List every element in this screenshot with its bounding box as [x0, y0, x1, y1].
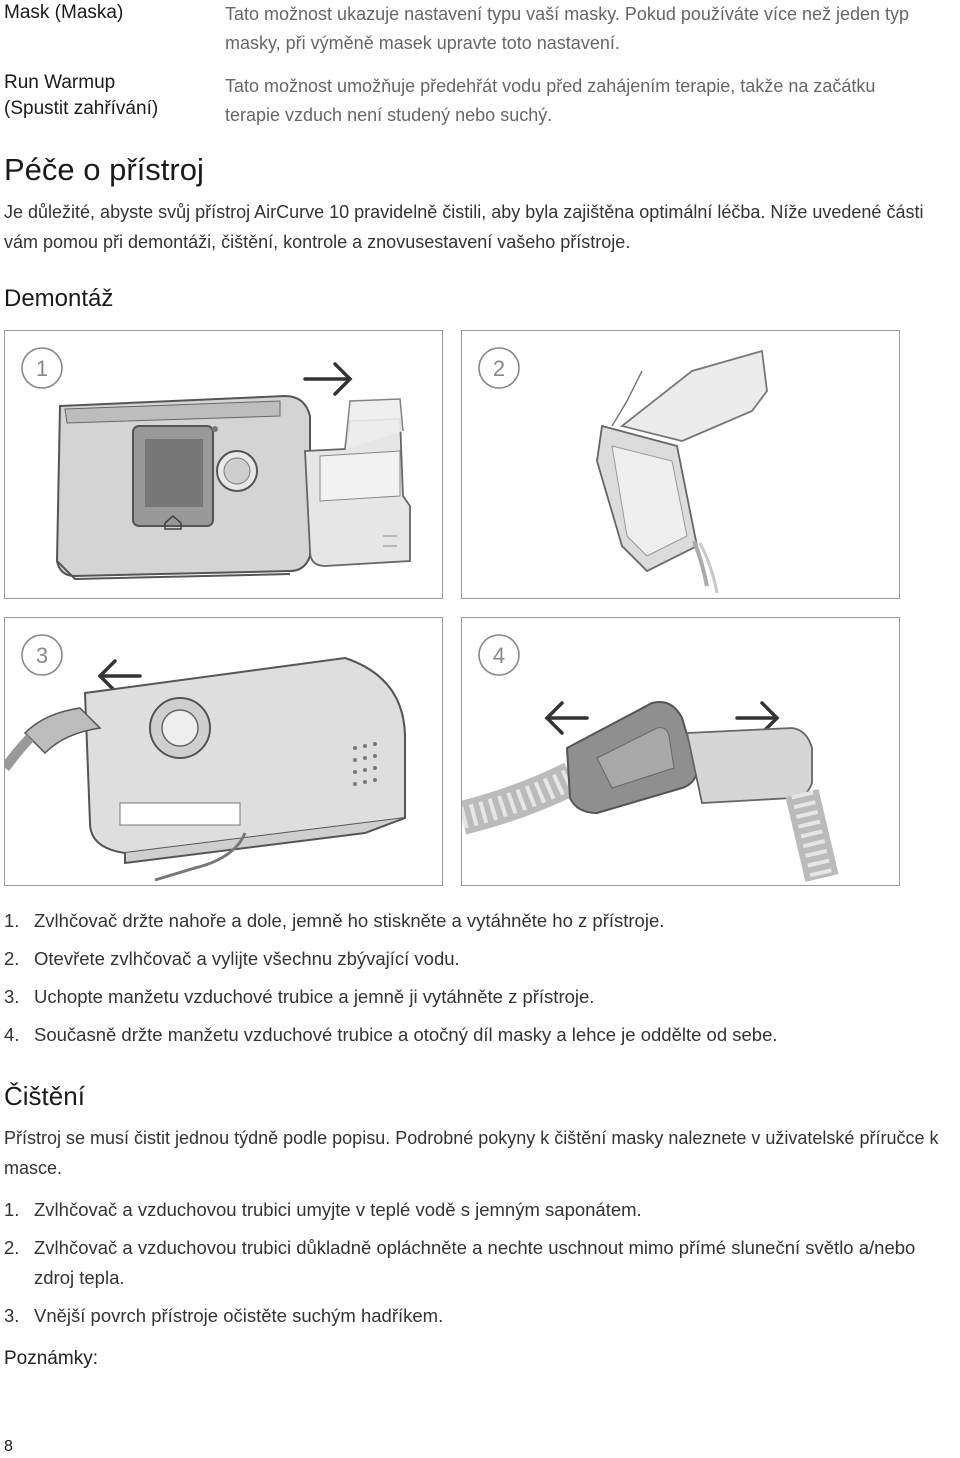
list-item: 3. Uchopte manžetu vzduchové trubice a je… [4, 978, 949, 1016]
panel-number: 1 [36, 356, 48, 381]
step-number: 4. [4, 1024, 20, 1045]
page-number: 8 [4, 1438, 13, 1455]
arrow-right-icon [735, 701, 780, 735]
illustration-panel-1: 1 [4, 330, 443, 599]
step-text: Zvlhčovač a vzduchovou trubici důkladně … [34, 1237, 916, 1288]
panel-number: 3 [36, 643, 48, 668]
circled-number-icon: 3 [21, 634, 63, 676]
step-number: 2. [4, 1237, 20, 1258]
step-number: 3. [4, 1305, 20, 1326]
list-item: 1. Zvlhčovač držte nahoře a dole, jemně h… [4, 902, 949, 940]
settings-row-mask: Mask (Maska) Tato možnost ukazuje nastav… [4, 0, 944, 70]
device-back-illustration [5, 656, 406, 882]
device-illustration [55, 394, 311, 581]
illustration-panel-2: 2 [461, 330, 900, 599]
list-item: 1. Zvlhčovač a vzduchovou trubici umyjte … [4, 1195, 939, 1225]
list-item: 4. Současně držte manžetu vzduchové trubi… [4, 1016, 949, 1054]
settings-row-warmup: Run Warmup (Spustit zahřívání) Tato možn… [4, 70, 944, 130]
disassembly-steps: 1. Zvlhčovač držte nahoře a dole, jemně h… [4, 902, 949, 1054]
home-icon [164, 515, 182, 530]
arrow-left-icon [544, 701, 589, 735]
arrow-right-icon [303, 362, 353, 396]
notes-label: Poznámky: [4, 1348, 98, 1369]
setting-term: Run Warmup (Spustit zahřívání) [4, 72, 159, 119]
section-title-disassembly: Demontáž [4, 285, 114, 312]
humidifier-open-illustration [596, 349, 768, 594]
cleaning-steps: 1. Zvlhčovač a vzduchovou trubici umyjte … [4, 1195, 939, 1339]
step-number: 1. [4, 1199, 20, 1220]
care-intro: Je důležité, abyste svůj přístroj AirCur… [4, 202, 924, 252]
step-text: Zvlhčovač a vzduchovou trubici umyjte v … [34, 1199, 642, 1220]
settings-table: Mask (Maska) Tato možnost ukazuje nastav… [4, 0, 944, 130]
panel-number: 2 [493, 356, 505, 381]
setting-description: Tato možnost umožňuje předehřát vodu pře… [225, 76, 876, 125]
step-number: 2. [4, 948, 20, 969]
step-number: 3. [4, 986, 20, 1007]
circled-number-icon: 2 [478, 347, 520, 389]
step-text: Uchopte manžetu vzduchové trubice a jemn… [34, 986, 595, 1007]
arrow-left-icon [97, 659, 142, 693]
panel-number: 4 [493, 643, 505, 668]
step-text: Vnější povrch přístroje očistěte suchým … [34, 1305, 444, 1326]
section-title-cleaning: Čištění [4, 1081, 85, 1111]
list-item: 3. Vnější povrch přístroje očistěte suchý… [4, 1301, 939, 1331]
setting-description: Tato možnost ukazuje nastavení typu vaší… [225, 4, 910, 53]
cleaning-intro: Přístroj se musí čistit jednou týdně pod… [4, 1128, 939, 1178]
circled-number-icon: 4 [478, 634, 520, 676]
list-item: 2. Zvlhčovač a vzduchovou trubici důkladn… [4, 1233, 939, 1293]
section-title-care: Péče o přístroj [4, 152, 204, 187]
illustration-panel-3: 3 [4, 617, 443, 886]
humidifier-illustration [304, 398, 411, 567]
list-item: 2. Otevřete zvlhčovač a vylijte všechnu z… [4, 940, 949, 978]
step-text: Současně držte manžetu vzduchové trubice… [34, 1024, 778, 1045]
step-text: Otevřete zvlhčovač a vylijte všechnu zbý… [34, 948, 460, 969]
step-text: Zvlhčovač držte nahoře a dole, jemně ho … [34, 910, 665, 931]
step-number: 1. [4, 910, 20, 931]
circled-number-icon: 1 [21, 347, 63, 389]
setting-term: Mask (Maska) [4, 2, 124, 23]
illustration-panel-4: 4 [461, 617, 900, 886]
tube-connector-illustration [462, 701, 839, 882]
